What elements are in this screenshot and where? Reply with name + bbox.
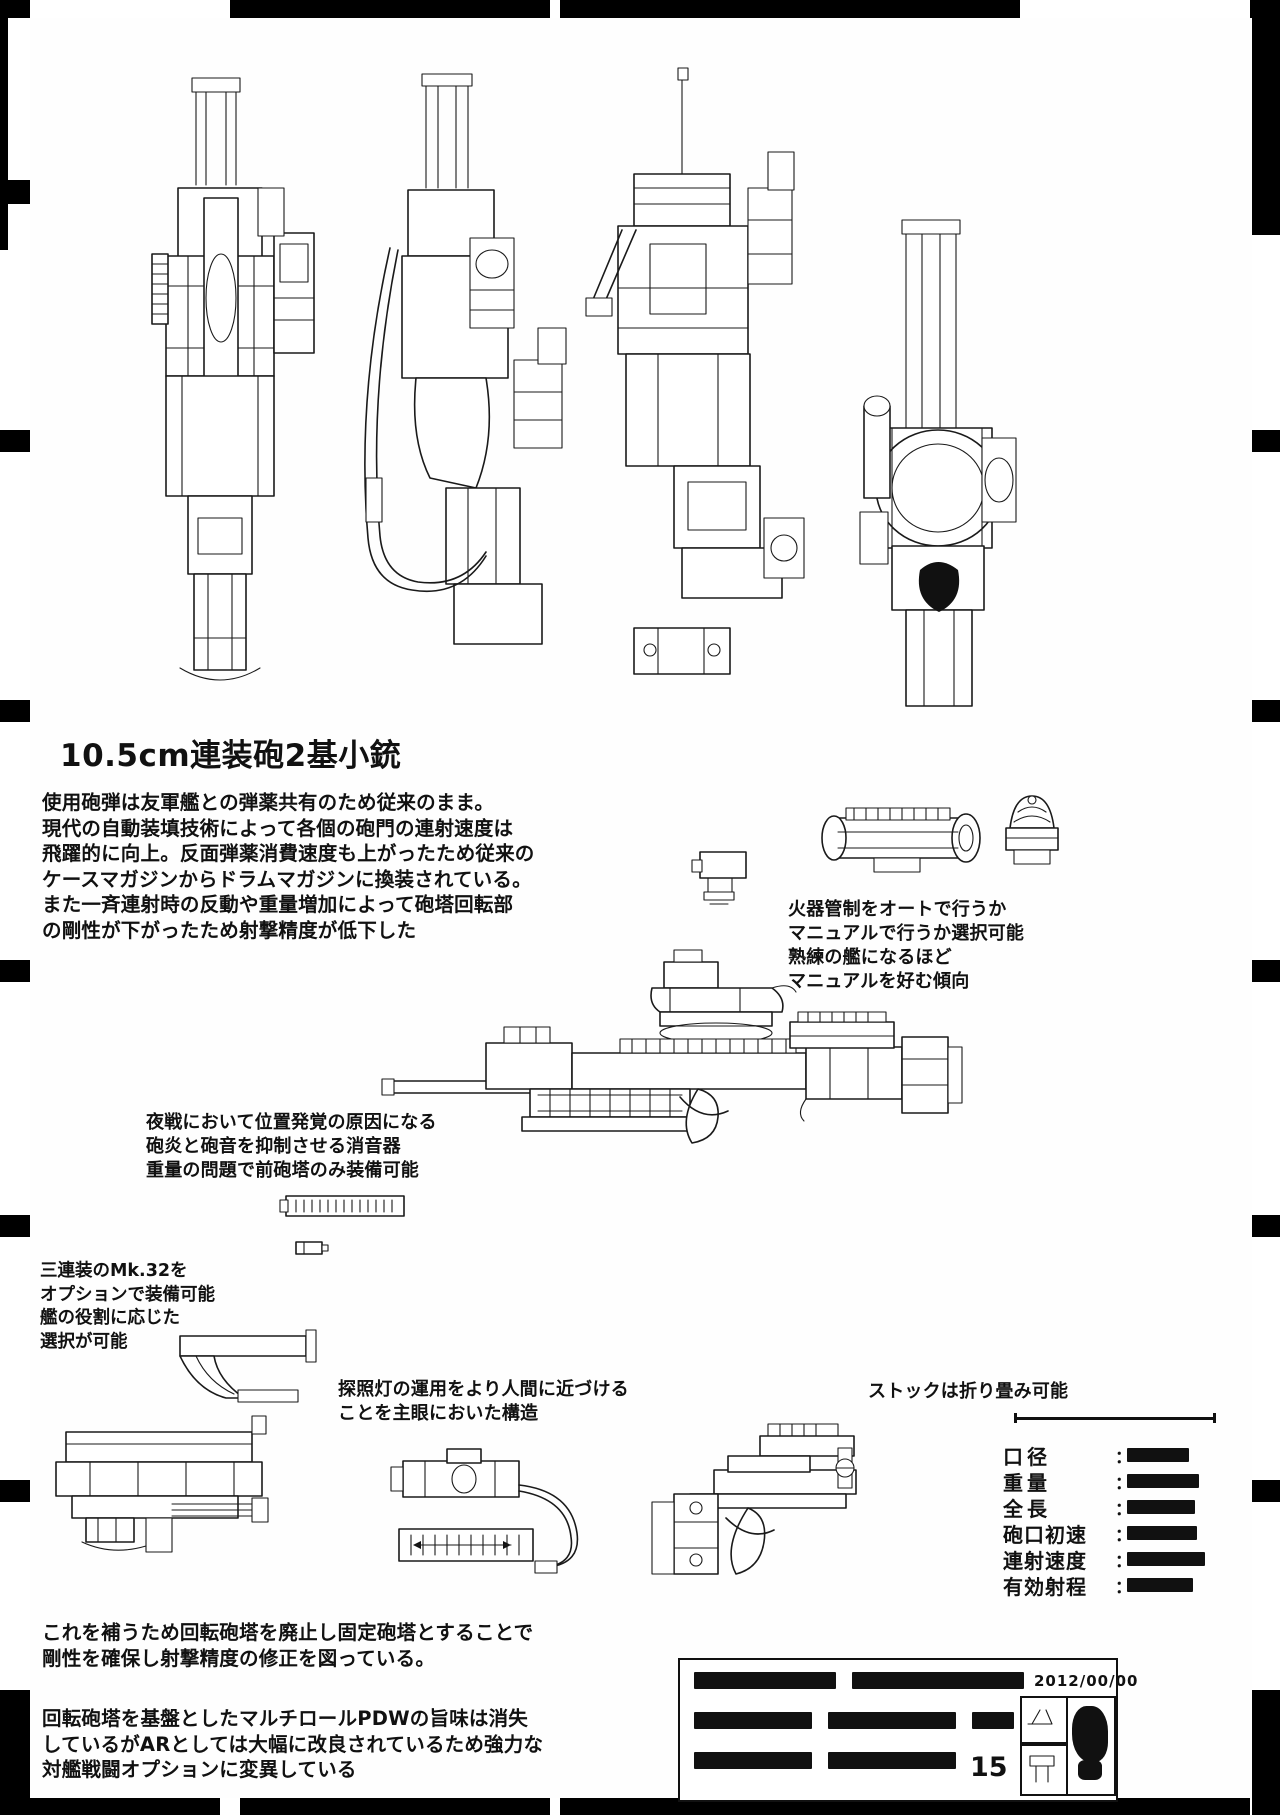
scan-mark — [1252, 960, 1280, 982]
spec-separator: ： — [1115, 1551, 1132, 1571]
footer-logo-blob — [1078, 1760, 1102, 1780]
callout-suppressor: 夜戦において位置発覚の原因になる 砲炎と砲音を抑制させる消音器 重量の問題で前砲… — [146, 1112, 437, 1181]
spec-label: 砲口初速 — [1003, 1522, 1087, 1547]
scan-mark — [0, 700, 30, 722]
redacted-value — [1127, 1552, 1205, 1566]
footer-colophon: 2012/00/00 15 — [678, 1658, 1137, 1802]
redacted-footer-text — [972, 1712, 1014, 1729]
scan-mark — [240, 1797, 550, 1815]
spec-label: 重量 — [1003, 1470, 1051, 1495]
spec-row: 連射速度 ： — [1003, 1546, 1218, 1573]
illustration-view-front — [108, 48, 358, 708]
illustration-view-rear — [820, 188, 1060, 718]
footer-thumb-cell — [1020, 1744, 1068, 1796]
scan-mark — [230, 0, 550, 18]
illustration-upper-rail — [782, 1006, 902, 1056]
illustration-small-mount — [678, 830, 758, 910]
spec-separator: ： — [1115, 1473, 1132, 1493]
redacted-value — [1127, 1526, 1197, 1540]
redacted-value — [1127, 1578, 1193, 1592]
illustration-optic-scope — [808, 792, 1008, 882]
scan-mark — [0, 0, 8, 250]
scan-mark — [1252, 1215, 1280, 1237]
scan-mark — [0, 1215, 30, 1237]
redacted-footer-text — [694, 1672, 836, 1689]
scan-mark — [552, 0, 561, 18]
spec-label: 全長 — [1003, 1496, 1051, 1521]
scan-mark — [1252, 0, 1280, 235]
redacted-footer-text — [828, 1712, 956, 1729]
scan-mark — [0, 960, 30, 982]
illustration-small-part — [292, 1236, 332, 1260]
page-content: 10.5cm連装砲2基小銃 使用砲弾は友軍艦との弾薬共有のため従来のまま。 現代… — [30, 18, 1252, 1802]
illustration-folding-stock — [170, 1318, 320, 1408]
redacted-footer-text — [694, 1752, 812, 1769]
illustration-suppressor — [278, 1186, 418, 1226]
spec-row: 重量 ： — [1003, 1468, 1218, 1495]
spec-label: 口径 — [1003, 1444, 1051, 1469]
footer-logo-cell — [1066, 1696, 1116, 1796]
conclusion-paragraph-b: 回転砲塔を基盤としたマルチロールPDWの旨味は消失 しているがARとしては大幅に… — [42, 1707, 544, 1781]
illustration-searchlight — [385, 1443, 635, 1583]
callout-searchlight: 探照灯の運用をより人間に近づける ことを主眼においた構造 — [338, 1379, 629, 1424]
illustration-turret-mount — [630, 938, 800, 1048]
redacted-footer-text — [852, 1672, 1024, 1689]
page-title: 10.5cm連装砲2基小銃 — [60, 738, 402, 774]
conclusion-paragraph-a: これを補うため回転砲塔を廃止し固定砲塔とすることで 剛性を確保し射撃精度の修正を… — [42, 1621, 534, 1670]
scan-mark — [1252, 700, 1280, 722]
illustration-gun-folded — [640, 1418, 890, 1598]
callout-fire-control: 火器管制をオートで行うか マニュアルで行うか選択可能 熟練の艦になるほど マニュ… — [788, 899, 1025, 992]
spec-row: 砲口初速 ： — [1003, 1520, 1218, 1547]
redacted-footer-text — [694, 1712, 812, 1729]
illustration-mk32-triple — [46, 1410, 286, 1560]
redacted-value — [1127, 1500, 1195, 1514]
spec-row: 有効射程 ： — [1003, 1572, 1218, 1599]
scan-mark — [0, 1797, 220, 1815]
callout-mk32-option: 三連装のMk.32を オプションで装備可能 艦の役割に応じた 選択が可能 — [40, 1261, 215, 1352]
scan-mark — [0, 1480, 30, 1502]
redacted-value — [1127, 1448, 1189, 1462]
redacted-value — [1127, 1474, 1199, 1488]
spec-label: 連射速度 — [1003, 1548, 1087, 1573]
spec-separator: ： — [1115, 1499, 1132, 1519]
redacted-footer-text — [828, 1752, 956, 1769]
footer-date: 2012/00/00 — [1034, 1672, 1139, 1690]
spec-table: 口径 ： 重量 ： 全長 ： 砲口初速 ： 連射速度 ： — [1003, 1442, 1218, 1599]
spec-separator: ： — [1115, 1525, 1132, 1545]
callout-folding-stock: ストックは折り畳み可能 — [868, 1381, 1069, 1402]
illustration-main-rifle — [380, 1003, 990, 1153]
illustration-view-side-sling — [350, 48, 610, 708]
footer-thumb-cell — [1020, 1696, 1068, 1744]
spec-separator: ： — [1115, 1577, 1132, 1597]
illustration-dome-sight — [992, 788, 1072, 884]
illustration-view-side-bipod — [578, 48, 828, 708]
spec-row: 口径 ： — [1003, 1442, 1218, 1469]
spec-label: 有効射程 — [1003, 1574, 1087, 1599]
scan-mark — [0, 430, 30, 452]
spec-separator: ： — [1115, 1447, 1132, 1467]
intro-paragraph: 使用砲弾は友軍艦との弾薬共有のため従来のまま。 現代の自動装填技術によって各個の… — [42, 791, 535, 942]
page-number: 15 — [970, 1752, 1008, 1783]
scan-mark — [0, 1690, 30, 1815]
footer-logo-blob — [1072, 1706, 1108, 1762]
scan-mark — [560, 0, 1020, 18]
scan-mark — [1252, 430, 1280, 452]
scan-mark — [0, 180, 30, 204]
scan-mark — [1252, 1690, 1280, 1815]
scan-mark — [1252, 1480, 1280, 1502]
scale-bar — [1014, 1413, 1216, 1423]
spec-row: 全長 ： — [1003, 1494, 1218, 1521]
